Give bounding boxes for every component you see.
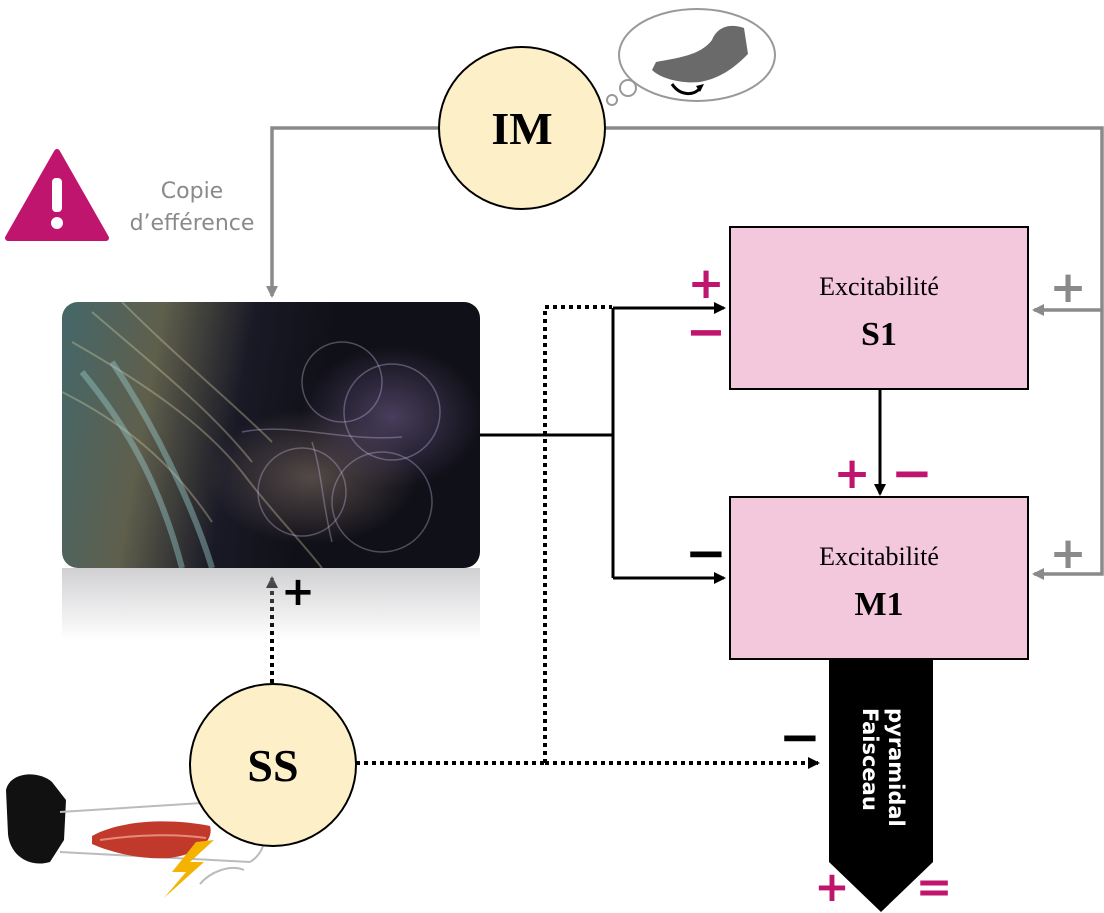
m1-box: Excitabilité M1 [729,496,1029,660]
warning-icon [5,149,109,241]
efference-copy-line2: d’efférence [129,210,255,236]
cerebellum-reflection [62,568,480,640]
im-node: IM [438,46,606,210]
ss-cerebellum-plus-sign: + [281,569,315,615]
s1-left-minus-sign: − [685,304,727,360]
efference-copy-line1: Copie [160,179,224,204]
pyramidal-tract-shape [829,660,933,912]
cerebellum-output-lines [480,302,886,584]
s1-box: Excitabilité S1 [729,226,1029,390]
pyramidal-minus-sign: − [779,708,821,766]
pyramidal-line2: pyramidal [884,708,908,827]
bottom-plus-sign: + [814,862,850,911]
leg-muscle-icon [6,774,266,898]
s1-box-label: S1 [861,316,897,353]
cerebellum-texture [62,302,441,568]
m1-right-plus-sign: + [1049,528,1087,579]
ss-label: SS [247,739,299,791]
cerebellum-image [62,302,480,568]
s1-m1-minus-sign: − [891,444,933,502]
pyramidal-tract-label: Faisceau pyramidal [838,708,928,868]
efference-copy-label: Copie d’efférence [112,176,272,240]
s1-box-title: Excitabilité [819,272,939,301]
m1-left-minus-sign: − [685,524,727,582]
im-label: IM [491,102,553,154]
bottom-equals-sign: = [915,862,953,913]
m1-box-title: Excitabilité [819,542,939,571]
s1-m1-plus-sign: + [833,448,871,499]
s1-left-plus-sign: + [687,258,725,309]
s1-right-plus-sign: + [1049,262,1087,313]
pyramidal-line1: Faisceau [858,708,882,811]
somatosensory-dotted-lines [266,305,820,769]
efference-copy-lines [266,126,1104,580]
ss-node: SS [189,683,357,847]
m1-box-label: M1 [854,586,904,623]
thought-cloud-icon [606,8,776,106]
